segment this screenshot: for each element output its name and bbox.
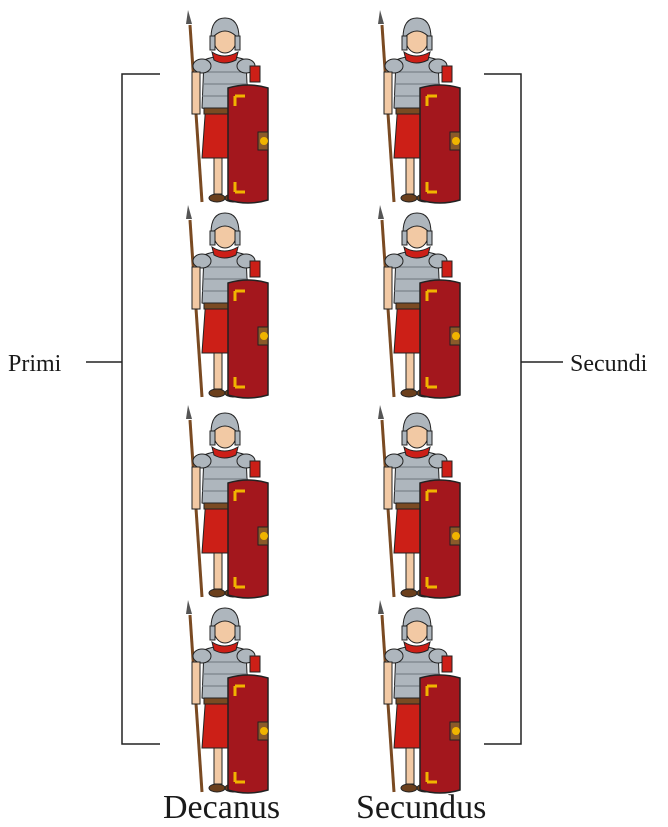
soldier-figure xyxy=(184,403,270,600)
decanus-label: Decanus xyxy=(163,789,280,826)
secundi-label: Secundi xyxy=(570,351,648,377)
soldier-figure xyxy=(184,598,270,795)
right-bracket xyxy=(484,73,522,745)
soldier-figure xyxy=(376,598,462,795)
secundus-label: Secundus xyxy=(356,789,486,826)
left-bracket xyxy=(121,73,160,745)
soldier-figure xyxy=(184,203,270,400)
primi-label: Primi xyxy=(8,351,62,377)
soldier-figure xyxy=(184,8,270,205)
soldier-figure xyxy=(376,203,462,400)
soldier-figure xyxy=(376,8,462,205)
soldier-figure xyxy=(376,403,462,600)
